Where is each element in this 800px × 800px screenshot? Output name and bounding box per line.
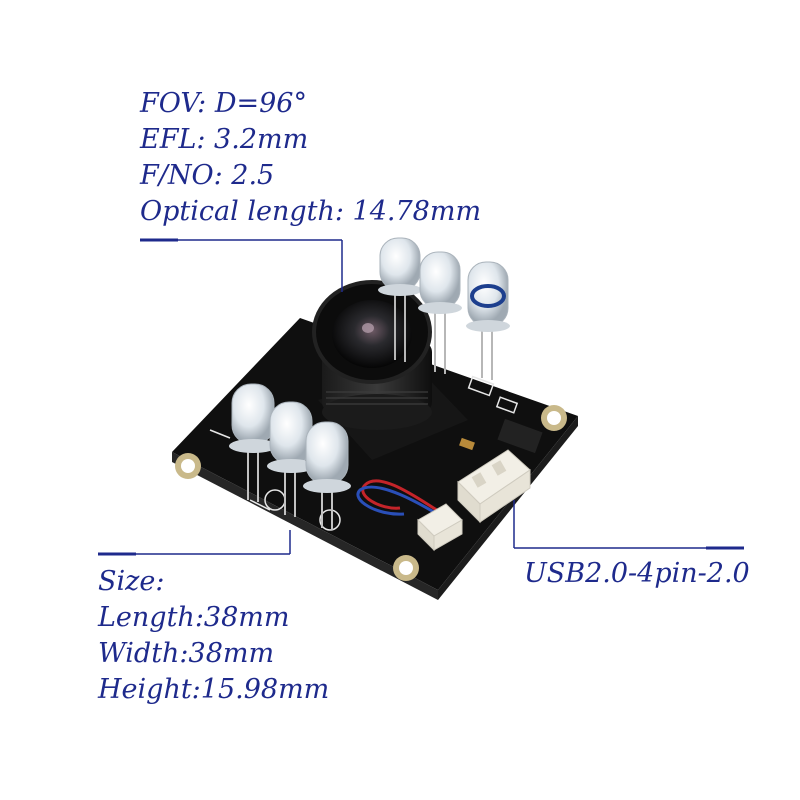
optical-length-spec: Optical length: 14.78mm	[140, 196, 482, 227]
fov-spec: FOV: D=96°	[140, 88, 307, 119]
optical-specs: FOV: D=96° EFL: 3.2mm F/NO: 2.5 Optical …	[140, 86, 481, 230]
usb-connector	[457, 449, 531, 524]
connector-spec: USB2.0-4pin-2.0	[524, 556, 750, 592]
size-heading: Size:	[98, 566, 165, 597]
efl-spec: EFL: 3.2mm	[140, 124, 309, 155]
ir-led	[378, 237, 422, 296]
callout-size	[98, 530, 291, 556]
connector-wires	[356, 479, 445, 520]
size-specs: Size: Length:38mm Width:38mm Height:15.9…	[98, 564, 329, 708]
ir-led	[303, 421, 351, 493]
ir-led	[229, 383, 277, 453]
fno-spec: F/NO: 2.5	[140, 160, 275, 191]
height-spec: Height:15.98mm	[98, 674, 330, 705]
callout-optics	[140, 238, 343, 292]
ir-led-group-back	[378, 237, 510, 380]
ir-led-receiver	[466, 261, 510, 332]
ir-led-group-front	[229, 383, 351, 530]
usb-label: USB2.0-4pin-2.0	[524, 558, 750, 589]
lens-glass	[332, 300, 412, 368]
small-connector	[417, 503, 463, 552]
callout-usb	[513, 500, 744, 550]
ir-led	[267, 401, 315, 473]
length-spec: Length:38mm	[98, 602, 290, 633]
ir-led	[418, 251, 462, 314]
width-spec: Width:38mm	[98, 638, 275, 669]
